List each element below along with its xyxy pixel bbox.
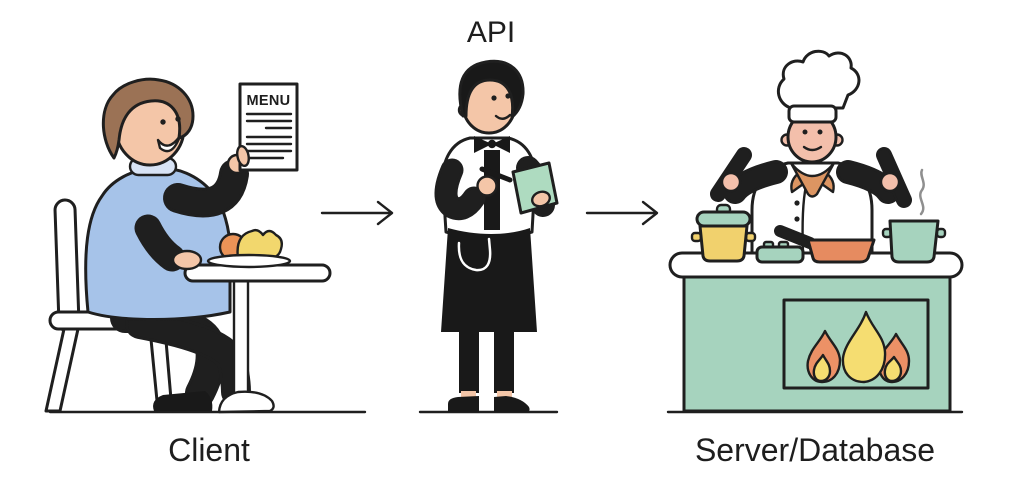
server-label: Server/Database — [695, 432, 935, 468]
table — [183, 263, 332, 412]
oven-fire — [782, 298, 930, 390]
chef-arm-left — [710, 147, 788, 204]
menu-lines — [245, 112, 293, 160]
chef-hand-right — [879, 171, 901, 193]
yellow-pot — [690, 203, 757, 263]
flame-left-inner — [812, 353, 832, 383]
plate-of-food — [206, 228, 292, 269]
waiter-arm-pen — [434, 158, 513, 221]
client-thumb — [236, 144, 250, 168]
flame-center — [841, 310, 887, 384]
waiter-hand-left — [476, 175, 498, 197]
api-label: API — [467, 16, 515, 49]
frying-pan — [774, 225, 876, 264]
steam-icon — [919, 168, 925, 216]
chef-scarf — [789, 161, 836, 198]
waiter-hair — [458, 59, 525, 119]
client-smile — [156, 134, 182, 153]
waiter-eye-left — [491, 95, 497, 101]
waiter-legs — [448, 330, 530, 412]
green-pot — [881, 168, 947, 264]
api-scene: API — [418, 16, 559, 414]
client-scene: MENU Client — [44, 77, 367, 468]
stove-burner — [755, 240, 805, 264]
croissant — [236, 228, 284, 261]
waiter-shoe-right — [494, 396, 530, 412]
arrow-head-icon — [641, 200, 659, 226]
chef-eye-left — [802, 129, 808, 135]
waiter-shoe-left — [448, 396, 479, 412]
arrow-head-icon — [376, 200, 394, 226]
client-head — [101, 77, 195, 167]
waiter-smile — [494, 113, 512, 120]
client-shoe-white — [217, 390, 275, 414]
client-shoe-black — [153, 391, 213, 411]
waiter-head — [457, 59, 525, 135]
pot-lid — [695, 210, 752, 228]
apron-pocket — [457, 237, 492, 272]
chef-arm-right — [836, 147, 912, 208]
chef-button — [794, 200, 800, 206]
arrow-client-to-api — [320, 200, 394, 226]
chef-hat — [776, 49, 861, 124]
chef-smile — [802, 145, 823, 152]
client-label: Client — [168, 432, 250, 468]
client-hand-on-table — [171, 249, 203, 271]
menu-card: MENU — [236, 82, 299, 172]
plate — [206, 253, 292, 269]
waiter-hand-right — [531, 190, 551, 208]
client-eye-right — [175, 116, 181, 122]
arrow-api-to-server — [585, 200, 659, 226]
waiter-eye-right — [505, 93, 511, 99]
server-scene: Server/Database — [666, 49, 964, 468]
waiter-apron — [441, 228, 537, 332]
chef-eye-right — [817, 129, 823, 135]
client-eye-left — [160, 119, 166, 125]
client-arm-resting — [134, 214, 186, 272]
bow-tie — [474, 136, 510, 153]
chef-hand-left — [720, 171, 742, 193]
pen — [479, 166, 513, 183]
client-legs — [110, 303, 251, 408]
chef-head — [776, 49, 861, 164]
chef-button — [794, 216, 800, 222]
menu-title: MENU — [247, 93, 291, 109]
waiter-arm-notepad — [511, 156, 559, 217]
flame-right-inner — [883, 355, 903, 383]
client-hair — [101, 77, 195, 160]
